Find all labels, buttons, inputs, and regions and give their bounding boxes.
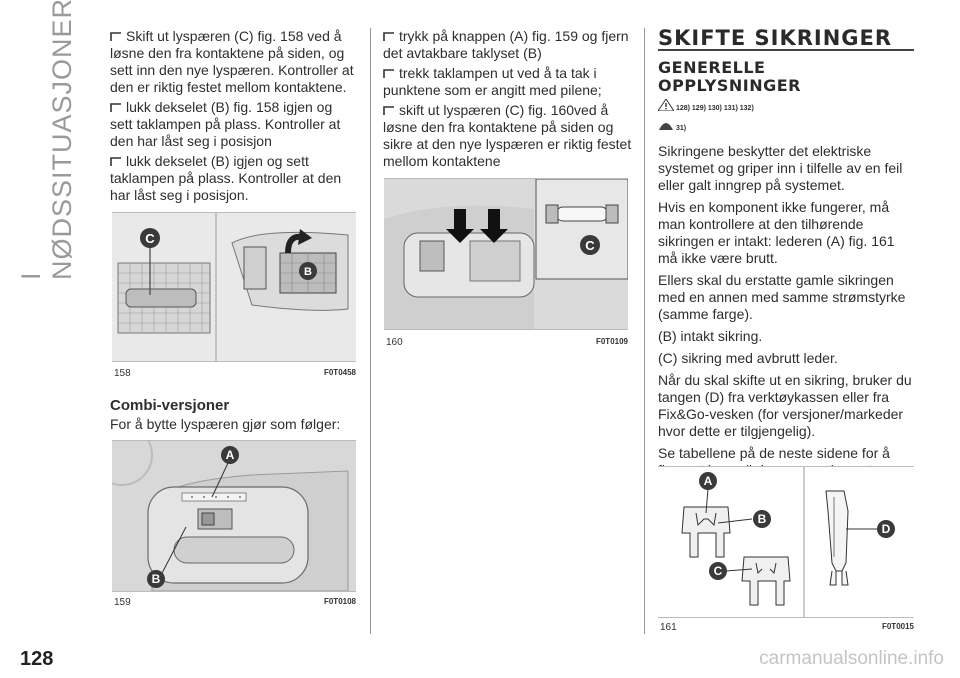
bullet-icon bbox=[110, 32, 121, 41]
callout-b: B bbox=[299, 262, 317, 280]
figure-number: 161 bbox=[660, 622, 677, 633]
callout-c: C bbox=[140, 228, 160, 248]
figure-159: A B bbox=[112, 440, 356, 592]
figure-161-caption: 161 F0T0015 bbox=[660, 622, 914, 633]
callout-b: B bbox=[753, 510, 771, 528]
figure-number: 158 bbox=[114, 368, 131, 379]
paragraph: Hvis en komponent ikke fungerer, må man … bbox=[658, 199, 895, 266]
svg-text:C: C bbox=[145, 231, 155, 246]
svg-text:B: B bbox=[304, 266, 312, 278]
svg-text:C: C bbox=[585, 238, 595, 253]
figure-158-caption: 158 F0T0458 bbox=[114, 368, 356, 379]
page-number: 128 bbox=[20, 648, 54, 670]
caution-icon bbox=[659, 123, 673, 130]
bullet-item: trekk taklampen ut ved å ta tak i punkte… bbox=[383, 65, 602, 98]
paragraph: (C) sikring med avbrutt leder. bbox=[658, 350, 838, 366]
warning-refs: 128) 129) 130) 131) 132) bbox=[657, 98, 914, 117]
warning-icon bbox=[657, 98, 675, 112]
bullet-item: trykk på knappen (A) fig. 159 og fjern d… bbox=[383, 28, 629, 61]
section-title: SKIFTE SIKRINGER bbox=[658, 26, 893, 50]
bullet-icon bbox=[383, 69, 394, 78]
svg-text:A: A bbox=[226, 448, 235, 462]
svg-text:B: B bbox=[758, 512, 767, 526]
paragraph: Ellers skal du erstatte gamle sikringen … bbox=[658, 272, 906, 322]
chapter-side-title: I NØDSSITUASJONER bbox=[16, 0, 77, 280]
callout-b: B bbox=[147, 570, 165, 588]
figure-160-caption: 160 F0T0109 bbox=[386, 337, 628, 348]
figure-number: 159 bbox=[114, 597, 131, 608]
sub-title-line1: GENERELLE bbox=[658, 58, 766, 77]
paragraph: Når du skal skifte ut en sikring, bruker… bbox=[658, 372, 912, 439]
column-divider bbox=[370, 28, 371, 634]
figure-160: C bbox=[384, 178, 628, 330]
callout-a: A bbox=[699, 472, 717, 490]
figure-161: A B C D bbox=[658, 466, 914, 618]
callout-c: C bbox=[709, 562, 727, 580]
callout-d: D bbox=[877, 520, 895, 538]
column-1: Skift ut lyspæren (C) fig. 158 ved å løs… bbox=[110, 28, 358, 207]
watermark: carmanualsonline.info bbox=[759, 648, 944, 669]
figure-159-caption: 159 F0T0108 bbox=[114, 597, 356, 608]
svg-text:A: A bbox=[704, 474, 713, 488]
bullet-item: Skift ut lyspæren (C) fig. 158 ved å løs… bbox=[110, 28, 354, 95]
figure-158: C B bbox=[112, 212, 356, 362]
combi-heading: Combi-versjoner bbox=[110, 397, 230, 414]
svg-text:D: D bbox=[882, 522, 891, 536]
bullet-item: lukk dekselet (B) fig. 158 igjen og sett… bbox=[110, 99, 341, 149]
section-rule bbox=[658, 49, 914, 51]
column-divider bbox=[644, 28, 645, 634]
svg-text:B: B bbox=[152, 572, 161, 586]
bullet-icon bbox=[110, 157, 121, 166]
figure-number: 160 bbox=[386, 337, 403, 348]
sub-title-line2: OPPLYSNINGER bbox=[658, 76, 801, 95]
bullet-item: lukk dekselet (B) igjen og sett taklampe… bbox=[110, 153, 342, 203]
bullet-icon bbox=[383, 106, 394, 115]
svg-text:C: C bbox=[714, 564, 723, 578]
paragraph: Sikringene beskytter det elektriske syst… bbox=[658, 143, 903, 193]
figure-code: F0T0109 bbox=[595, 337, 628, 346]
callout-a: A bbox=[221, 446, 239, 464]
column-3: SKIFTE SIKRINGER GENERELLE OPPLYSNINGER … bbox=[657, 26, 914, 482]
column-2: trykk på knappen (A) fig. 159 og fjern d… bbox=[383, 28, 633, 173]
callout-c: C bbox=[580, 235, 600, 255]
bullet-item: skift ut lyspæren (C) fig. 160ved å løsn… bbox=[383, 102, 632, 169]
paragraph: (B) intakt sikring. bbox=[658, 328, 763, 344]
bullet-icon bbox=[110, 103, 121, 112]
figure-code: F0T0108 bbox=[323, 597, 356, 606]
figure-code: F0T0015 bbox=[881, 622, 914, 631]
figure-code: F0T0458 bbox=[323, 368, 356, 377]
bullet-icon bbox=[383, 32, 394, 41]
combi-intro: For å bytte lyspæren gjør som følger: bbox=[110, 416, 341, 432]
combi-section: Combi-versjoner For å bytte lyspæren gjø… bbox=[110, 397, 358, 436]
caution-refs: 31) bbox=[658, 119, 914, 137]
